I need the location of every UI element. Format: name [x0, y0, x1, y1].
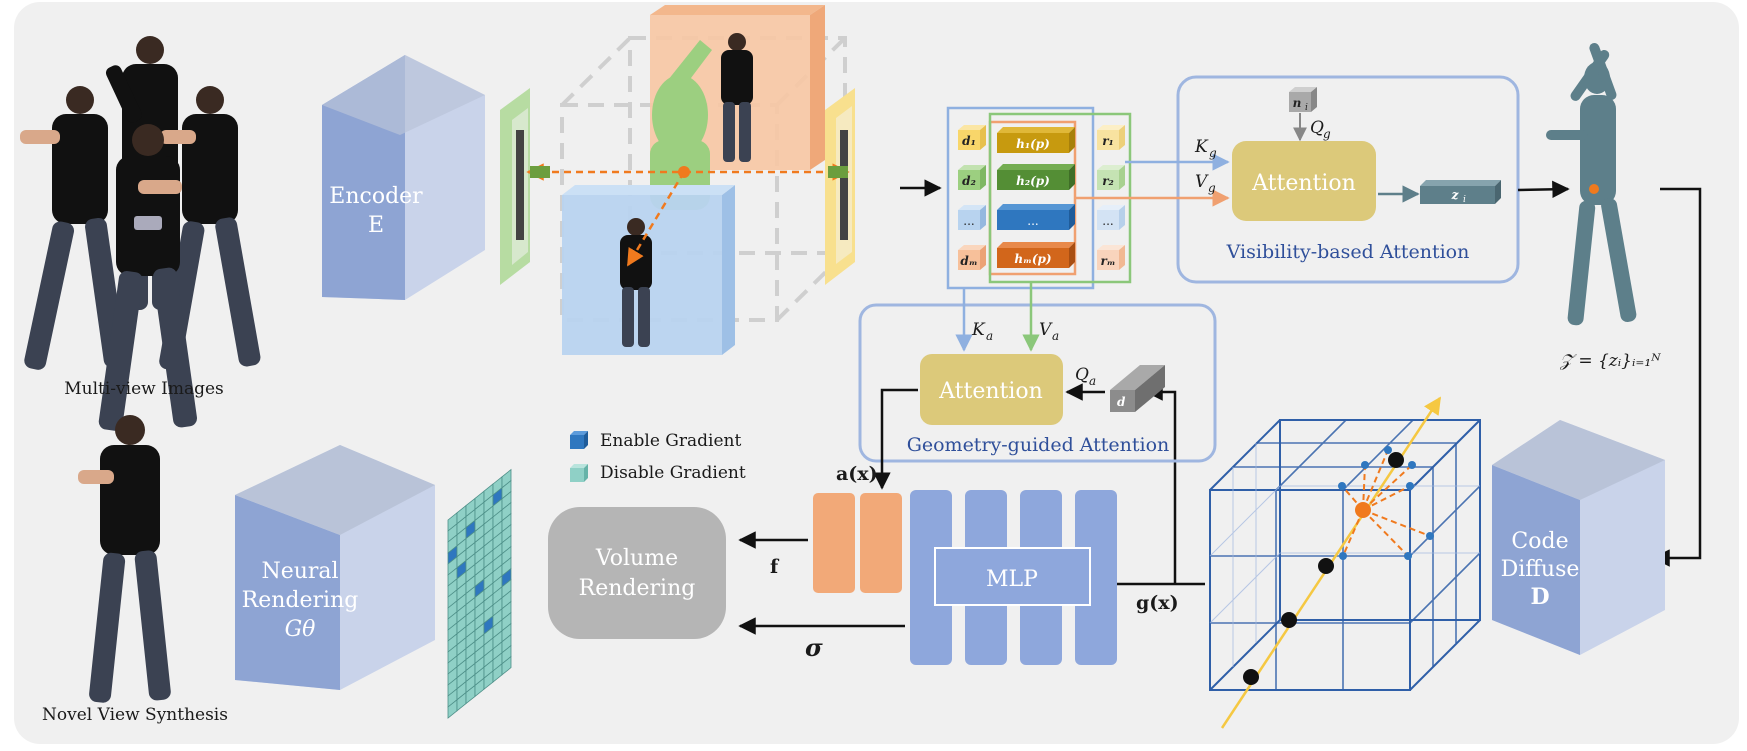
v-a-label: V [1039, 320, 1053, 340]
g-x-label: g(x) [1136, 592, 1179, 614]
encoder-label: Encoder [329, 184, 423, 209]
z-i-block: z i [1420, 180, 1501, 205]
neural-rendering-line1: Neural [261, 559, 338, 584]
person-figure [20, 86, 126, 370]
v-g-sub: g [1208, 181, 1216, 195]
neural-rendering-block: Neural Rendering Gθ [235, 445, 435, 690]
n-sub: i [1305, 103, 1308, 113]
mesh-point [1589, 184, 1599, 194]
h-label: ... [1027, 214, 1038, 228]
f-label: f [770, 556, 780, 578]
person-figure [78, 415, 171, 703]
d-cube-label: d [1117, 395, 1126, 409]
enable-gradient-swatch [570, 431, 588, 449]
encoder-block: Encoder E [322, 55, 485, 300]
d-label: d₂ [962, 174, 976, 188]
z-label: z [1451, 188, 1460, 202]
voxel-grid [1209, 396, 1481, 729]
feature-table: d₁ d₂ ... dₘ h₁(p) h₂(p) ... hₘ(p) r₁ [946, 106, 1132, 290]
r-label: rₘ [1100, 254, 1115, 268]
code-diffuse-line1: Code [1511, 529, 1568, 554]
neural-rendering-line3: Gθ [285, 617, 316, 642]
sigma-label: σ [805, 633, 823, 662]
r-label: r₁ [1102, 134, 1114, 148]
geometry-attention-label: Attention [938, 379, 1043, 404]
q-a-sub: a [1089, 374, 1096, 388]
color-feature-columns [813, 493, 902, 593]
visibility-attention-label: Attention [1251, 171, 1356, 196]
encoder-symbol: E [368, 213, 384, 238]
geometry-attention-caption: Geometry-guided Attention [907, 434, 1170, 456]
code-diffuse-line3: D [1530, 584, 1549, 610]
visibility-attention-box [1232, 141, 1376, 221]
normal-cube: n i [1289, 87, 1317, 113]
person-figure [721, 33, 753, 162]
geometry-attention-module: K a V a Attention Q a d Geometry-guided … [858, 282, 1217, 463]
feature-planes [500, 5, 855, 355]
novel-view-caption: Novel View Synthesis [42, 705, 228, 725]
q-g-label: Q [1310, 118, 1324, 138]
direction-cube: d [1110, 365, 1165, 412]
r-label: ... [1102, 214, 1113, 228]
feature-map-grid [447, 468, 512, 719]
h-label: h₂(p) [1016, 174, 1050, 188]
d-label: d₁ [962, 134, 976, 148]
volume-rendering-line2: Rendering [579, 576, 696, 601]
n-label: n [1293, 96, 1302, 110]
gradient-legend: Enable Gradient Disable Gradient [570, 431, 746, 483]
enable-gradient-label: Enable Gradient [600, 431, 741, 451]
body-mesh [1546, 42, 1637, 326]
k-a-sub: a [986, 329, 993, 343]
ray-samples [1243, 452, 1404, 685]
visibility-attention-caption: Visibility-based Attention [1226, 241, 1470, 263]
d-column: d₁ d₂ ... dₘ [958, 125, 986, 270]
a-x-label: a(x) [836, 463, 878, 485]
h-column: h₁(p) h₂(p) ... hₘ(p) [997, 127, 1075, 268]
visibility-attention-module: n i Q g Attention K g V g z i Visibility… [1075, 75, 1520, 284]
k-a-label: K [971, 320, 986, 340]
d-label: ... [963, 214, 974, 228]
v-a-sub: a [1052, 329, 1059, 343]
k-g-label: K [1194, 137, 1209, 157]
q-a-label: Q [1075, 365, 1089, 385]
neural-rendering-line2: Rendering [242, 588, 359, 613]
volume-rendering-line1: Volume [595, 546, 678, 571]
d-label: dₘ [960, 254, 977, 268]
volume-rendering-box: Volume Rendering [548, 507, 726, 639]
code-diffuse-block: Code Diffuse D [1492, 420, 1665, 655]
code-diffuse-line2: Diffuse [1501, 557, 1580, 582]
novel-view-image: Novel View Synthesis [42, 415, 228, 725]
r-column: r₁ r₂ ... rₘ [1097, 125, 1125, 270]
r-label: r₂ [1102, 174, 1114, 188]
mlp-label: MLP [986, 567, 1038, 592]
disable-gradient-label: Disable Gradient [600, 463, 746, 483]
query-point [678, 166, 690, 178]
h-label: hₘ(p) [1014, 252, 1051, 266]
sample-point [1355, 502, 1371, 518]
k-g-sub: g [1209, 146, 1217, 160]
disable-gradient-swatch [570, 464, 588, 482]
z-sub: i [1463, 195, 1466, 205]
q-g-sub: g [1323, 127, 1331, 141]
person-figure [98, 124, 197, 431]
v-g-label: V [1195, 172, 1209, 192]
multiview-images: Multi-view Images [20, 36, 261, 431]
feature-map-cell [501, 655, 512, 676]
h-label: h₁(p) [1016, 137, 1050, 151]
multiview-caption: Multi-view Images [64, 379, 224, 399]
geometry-attention-box [920, 354, 1063, 425]
latent-formula: 𝒵 = {zᵢ}ᵢ₌₁ᴺ [1559, 351, 1661, 371]
mlp-block: MLP [910, 490, 1117, 665]
